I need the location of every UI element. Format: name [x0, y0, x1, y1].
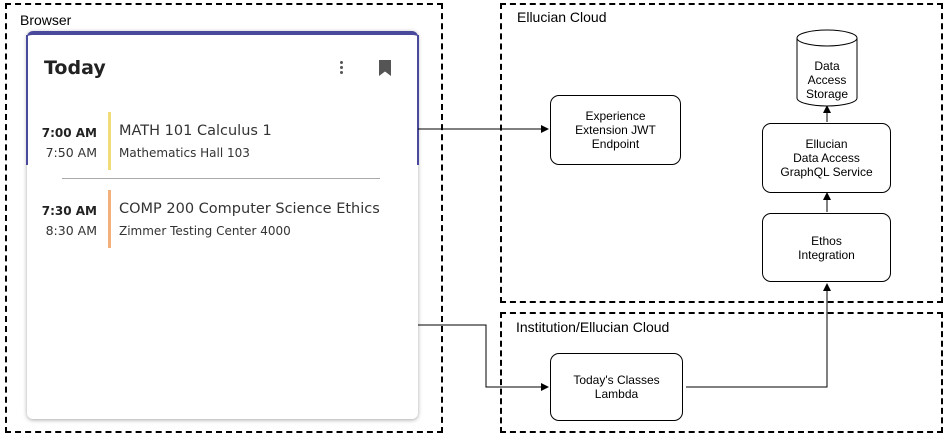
card-right-accent: [417, 35, 419, 165]
kebab-vertical-icon[interactable]: [340, 61, 344, 77]
graphql-service-node: Ellucian Data Access GraphQL Service: [762, 123, 891, 193]
card-title: Today: [44, 57, 106, 79]
data-access-storage-node: Data Access Storage: [805, 59, 849, 101]
card-left-accent: [26, 35, 28, 165]
event-title[interactable]: COMP 200 Computer Science Ethics: [119, 201, 380, 217]
today-card: Today 7:00 AM 7:50 AM MATH 101 Calculus …: [26, 31, 419, 419]
edge-lambda-to-ethos: [686, 283, 831, 388]
classes-lambda-node: Today's Classes Lambda: [550, 353, 683, 421]
ellucian-cloud-zone-label: Ellucian Cloud: [517, 9, 607, 25]
event-start-time: 7:00 AM: [41, 126, 97, 140]
institution-cloud-zone-label: Institution/Ellucian Cloud: [516, 319, 670, 335]
event-location: Mathematics Hall 103: [119, 146, 250, 160]
event-divider: [62, 178, 380, 179]
ellucian-cloud-zone: [500, 3, 943, 303]
institution-cloud-zone: [500, 312, 943, 433]
event-end-time: 8:30 AM: [45, 223, 97, 238]
data-access-storage-cylinder: [796, 29, 858, 107]
event-color-bar: [108, 190, 111, 248]
edge-card-to-classes-lambda: [418, 324, 549, 391]
browser-zone-label: Browser: [20, 12, 72, 28]
browser-zone: [5, 3, 443, 433]
event-location: Zimmer Testing Center 4000: [119, 224, 291, 238]
event-end-time: 7:50 AM: [45, 145, 97, 160]
jwt-endpoint-node: Experience Extension JWT Endpoint: [550, 95, 681, 165]
event-title[interactable]: MATH 101 Calculus 1: [119, 123, 272, 139]
event-start-time: 7:30 AM: [41, 204, 97, 218]
event-color-bar: [108, 112, 111, 170]
ethos-integration-node: Ethos Integration: [762, 213, 891, 282]
bookmark-icon[interactable]: [378, 59, 392, 77]
